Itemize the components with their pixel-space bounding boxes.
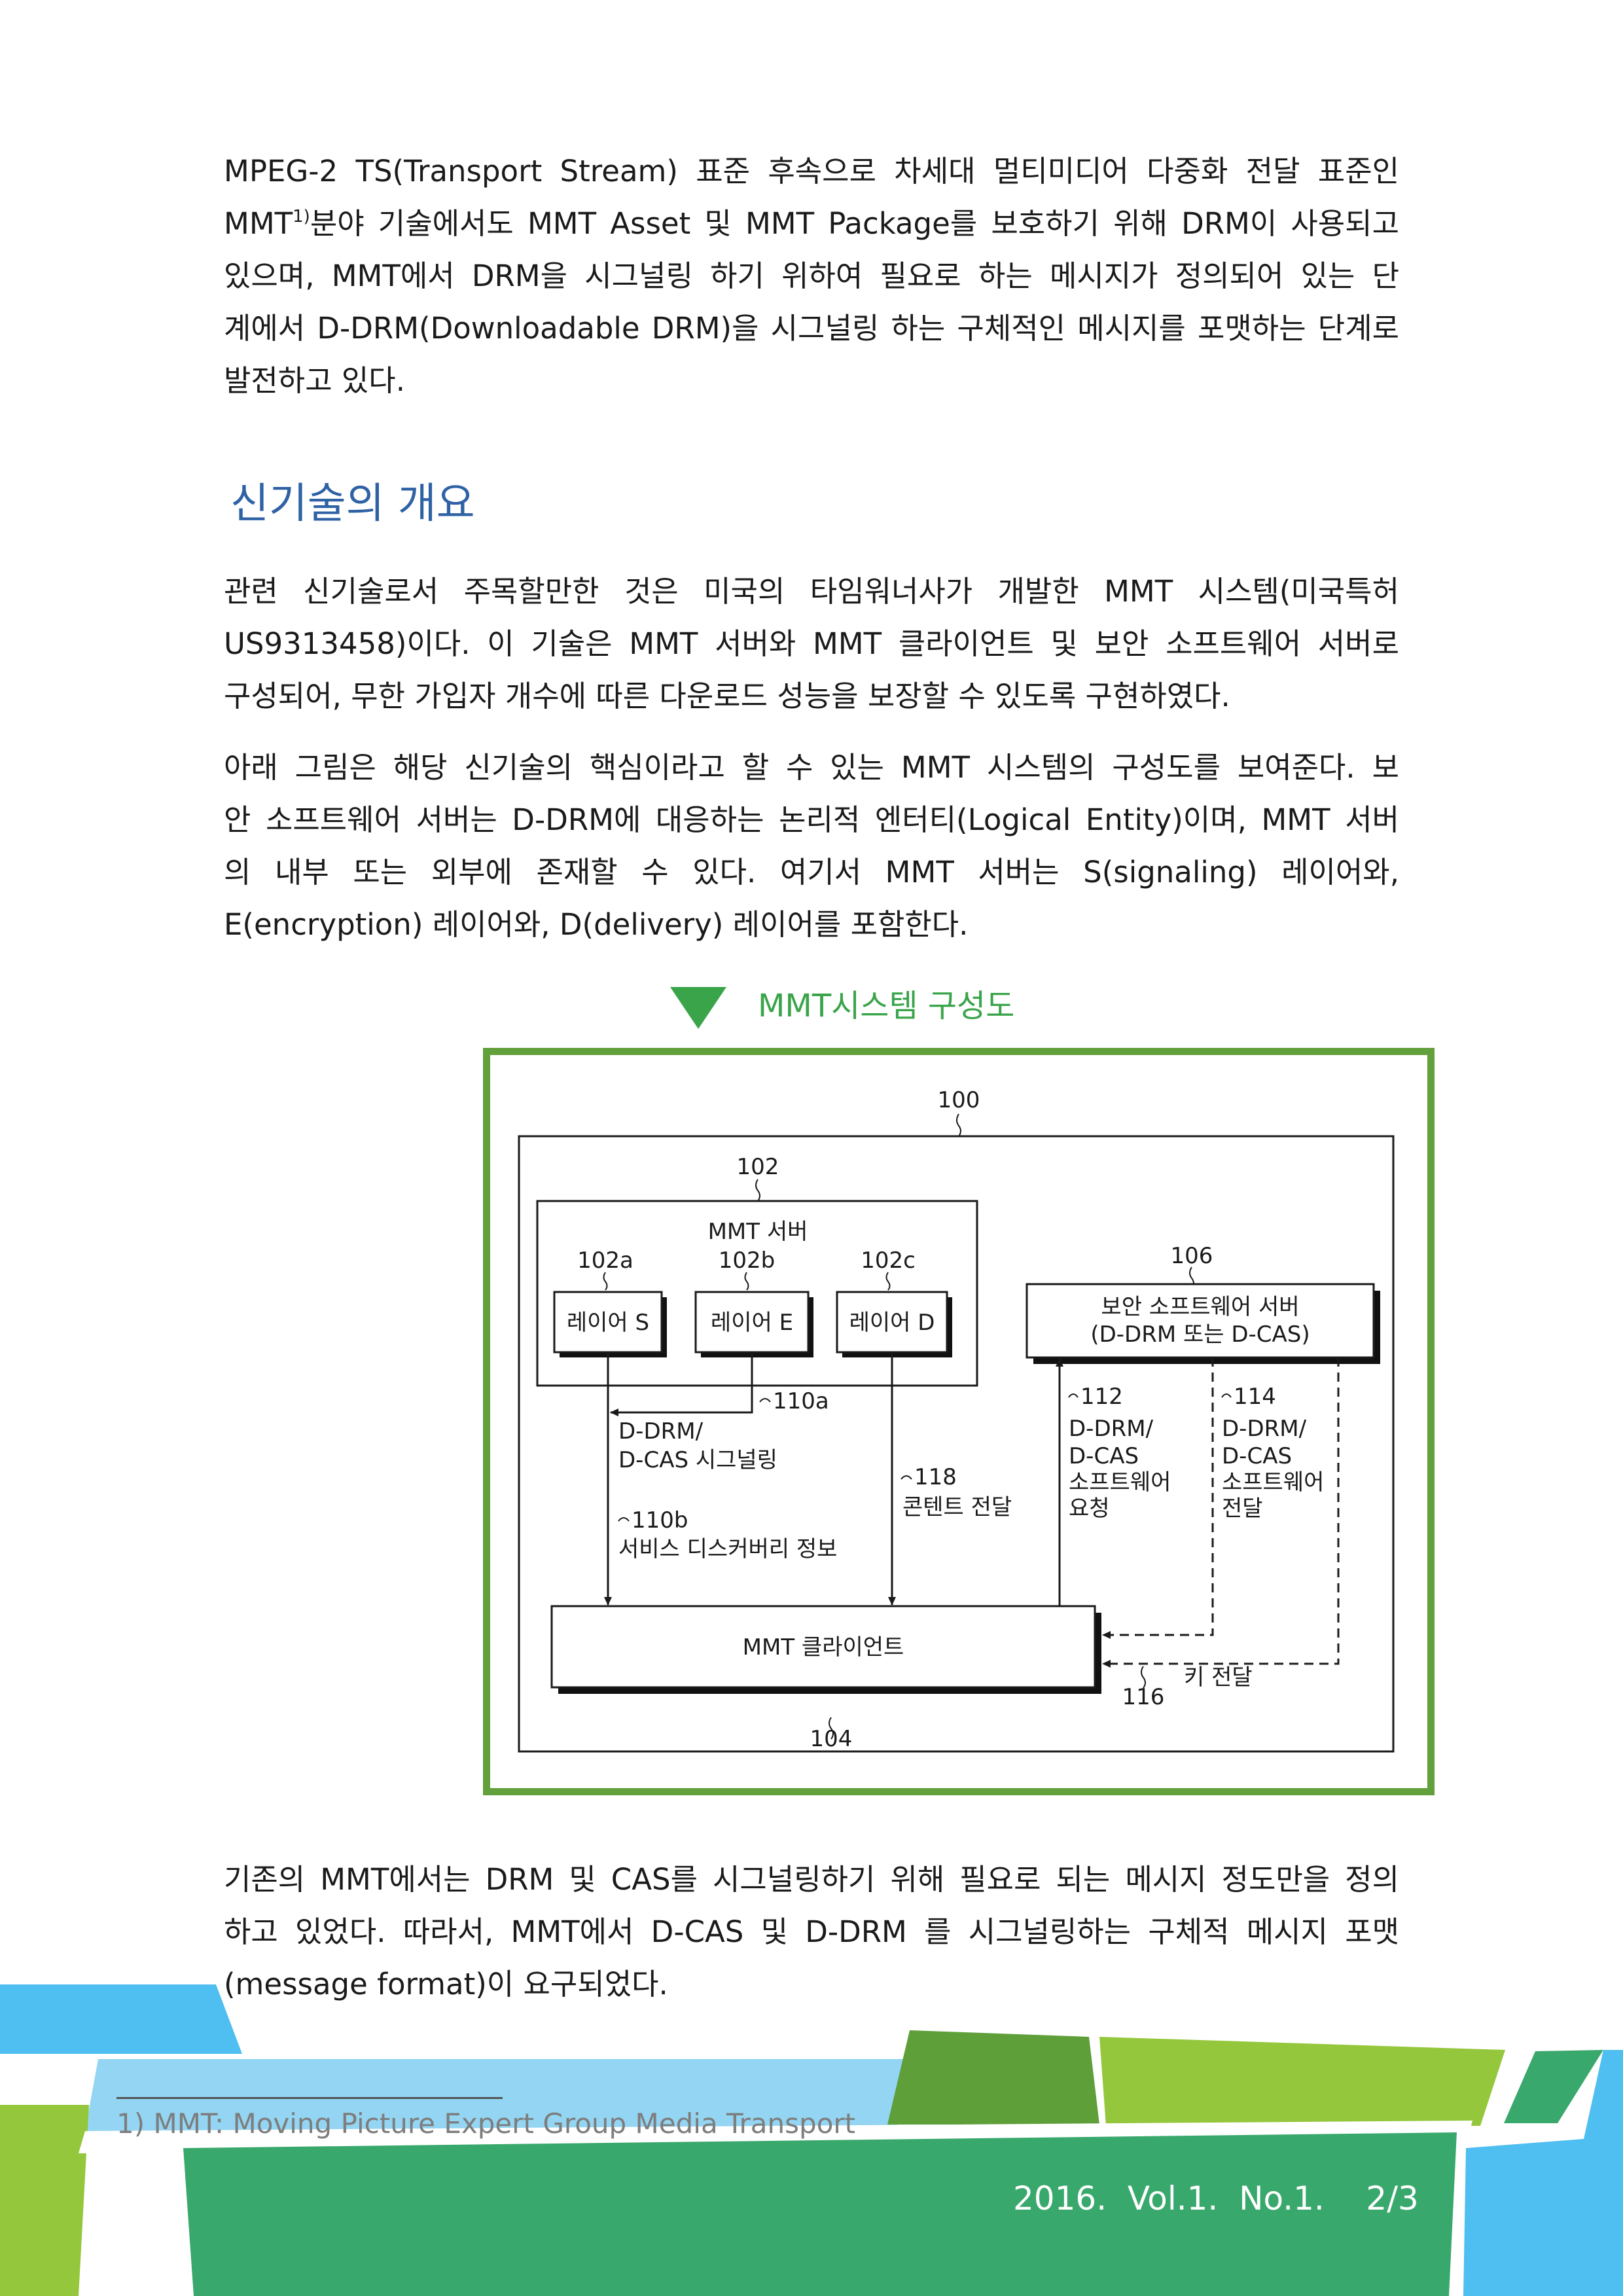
ref-110b: 110b [632, 1507, 688, 1534]
intro-line-4: 계에서 D-DRM(Downloadable DRM)을 시그널링 하는 구체적… [224, 311, 1399, 346]
ref-102: 102 [737, 1154, 779, 1180]
section-heading: 신기술의 개요 [230, 480, 475, 528]
ref-104: 104 [810, 1726, 853, 1752]
footnote-divider [116, 2097, 503, 2099]
para2-line-2: 안 소프트웨어 서버는 D-DRM에 대응하는 논리적 엔터티(Logical … [224, 802, 1399, 837]
section-paragraph-2: 아래 그림은 해당 신기술의 핵심이라고 할 수 있는 MMT 시스템의 구성도… [224, 742, 1399, 951]
key-delivery-label: 키 전달 [1184, 1664, 1253, 1691]
intro-line-2-text: 분야 기술에서도 MMT Asset 및 MMT Package를 보호하기 위… [310, 206, 1399, 241]
layer-e-box [694, 1291, 813, 1357]
mmt-client-label: MMT 클라이언트 [743, 1634, 904, 1660]
layer-d-label: 레이어 D [849, 1310, 935, 1336]
security-server-line2: (D-DRM 또는 D-CAS) [1090, 1321, 1310, 1348]
closing-line-3: (message format)이 요구되었다. [224, 1967, 668, 2001]
delivery-line-4: 전달 [1222, 1496, 1263, 1522]
arrow-110a [610, 1352, 753, 1416]
ref-110a: 110a [773, 1388, 829, 1414]
layer-e-label: 레이어 E [711, 1310, 793, 1336]
figure-frame: 100 102 MMT 서버 102a 102b 102c 레이어 S 레이어 … [483, 1048, 1435, 1795]
intro-line-1: MPEG-2 TS(Transport Stream) 표준 후속으로 차세대 … [224, 154, 1399, 188]
request-line-2: D-CAS [1069, 1443, 1139, 1469]
closing-line-2: 하고 있었다. 따라서, MMT에서 D-CAS 및 D-DRM 를 시그널링하… [224, 1914, 1399, 1949]
ref-112: 112 [1080, 1384, 1123, 1410]
mmt-server-title: MMT 서버 [708, 1219, 808, 1245]
ref-102c: 102c [861, 1247, 916, 1274]
ref-102a: 102a [577, 1247, 633, 1274]
intro-line-5: 발전하고 있다. [224, 363, 406, 398]
signaling-line2: D-CAS 시그널링 [618, 1447, 777, 1473]
section-paragraph-1: 관련 신기술로서 주목할만한 것은 미국의 타임워너사가 개발한 MMT 시스템… [224, 565, 1399, 723]
para1-line-2: US9313458)이다. 이 기술은 MMT 서버와 MMT 클라이언트 및 … [224, 626, 1399, 661]
ref-102b: 102b [719, 1247, 775, 1274]
para1-line-3: 구성되어, 무한 가입자 개수에 따른 다운로드 성능을 보장할 수 있도록 구… [224, 679, 1230, 713]
intro-line-2: MMT1)분야 기술에서도 MMT Asset 및 MMT Package를 보… [224, 198, 1399, 250]
figure-caption: MMT시스템 구성도 [758, 988, 1015, 1024]
discovery-label: 서비스 디스커버리 정보 [618, 1536, 837, 1562]
mmt-system-diagram: 100 102 MMT 서버 102a 102b 102c 레이어 S 레이어 … [518, 1087, 1395, 1753]
layer-s-label: 레이어 S [567, 1310, 649, 1336]
mmt-word: MMT [224, 206, 293, 241]
triangle-down-icon [670, 987, 726, 1029]
ref-118: 118 [914, 1464, 957, 1490]
signaling-line1: D-DRM/ [618, 1418, 704, 1444]
para2-line-4: E(encryption) 레이어와, D(delivery) 레이어를 포함한… [224, 907, 969, 942]
layer-d-box [836, 1291, 952, 1357]
arrow-114 [1102, 1357, 1214, 1639]
security-server-box [1026, 1283, 1380, 1364]
issue-page-number: 2016. Vol.1. No.1. 2/3 [1013, 2179, 1419, 2217]
intro-paragraph: MPEG-2 TS(Transport Stream) 표준 후속으로 차세대 … [224, 145, 1399, 407]
mmt-client-box [550, 1605, 1101, 1694]
delivery-line-1: D-DRM/ [1222, 1416, 1307, 1442]
request-line-3: 소프트웨어 [1069, 1469, 1171, 1496]
footer-decoration [0, 1984, 1623, 2296]
delivery-line-3: 소프트웨어 [1222, 1469, 1324, 1496]
delivery-line-2: D-CAS [1222, 1443, 1292, 1469]
ref-100: 100 [938, 1087, 980, 1113]
intro-line-3: 있으며, MMT에서 DRM을 시그널링 하기 위하여 필요로 하는 메시지가 … [224, 259, 1399, 293]
request-line-1: D-DRM/ [1069, 1416, 1154, 1442]
arrow-116 [1102, 1357, 1340, 1668]
security-server-line1: 보안 소프트웨어 서버 [1101, 1294, 1299, 1320]
ref-116: 116 [1122, 1684, 1165, 1710]
ref-114: 114 [1234, 1384, 1276, 1410]
ref-106: 106 [1171, 1243, 1213, 1269]
footnote: 1) MMT: Moving Picture Expert Group Medi… [116, 2108, 856, 2140]
system-box [518, 1135, 1395, 1753]
footnote-ref[interactable]: 1) [293, 207, 310, 226]
mmt-server-box [536, 1200, 978, 1387]
request-line-4: 요청 [1069, 1496, 1110, 1522]
para2-line-3: 의 내부 또는 외부에 존재할 수 있다. 여기서 MMT 서버는 S(sign… [224, 855, 1399, 889]
para2-line-1: 아래 그림은 해당 신기술의 핵심이라고 할 수 있는 MMT 시스템의 구성도… [224, 750, 1399, 785]
closing-line-1: 기존의 MMT에서는 DRM 및 CAS를 시그널링하기 위해 필요로 되는 메… [224, 1862, 1399, 1897]
closing-paragraph: 기존의 MMT에서는 DRM 및 CAS를 시그널링하기 위해 필요로 되는 메… [224, 1854, 1399, 2011]
para1-line-1: 관련 신기술로서 주목할만한 것은 미국의 타임워너사가 개발한 MMT 시스템… [224, 574, 1399, 609]
content-label: 콘텐트 전달 [902, 1494, 1012, 1520]
